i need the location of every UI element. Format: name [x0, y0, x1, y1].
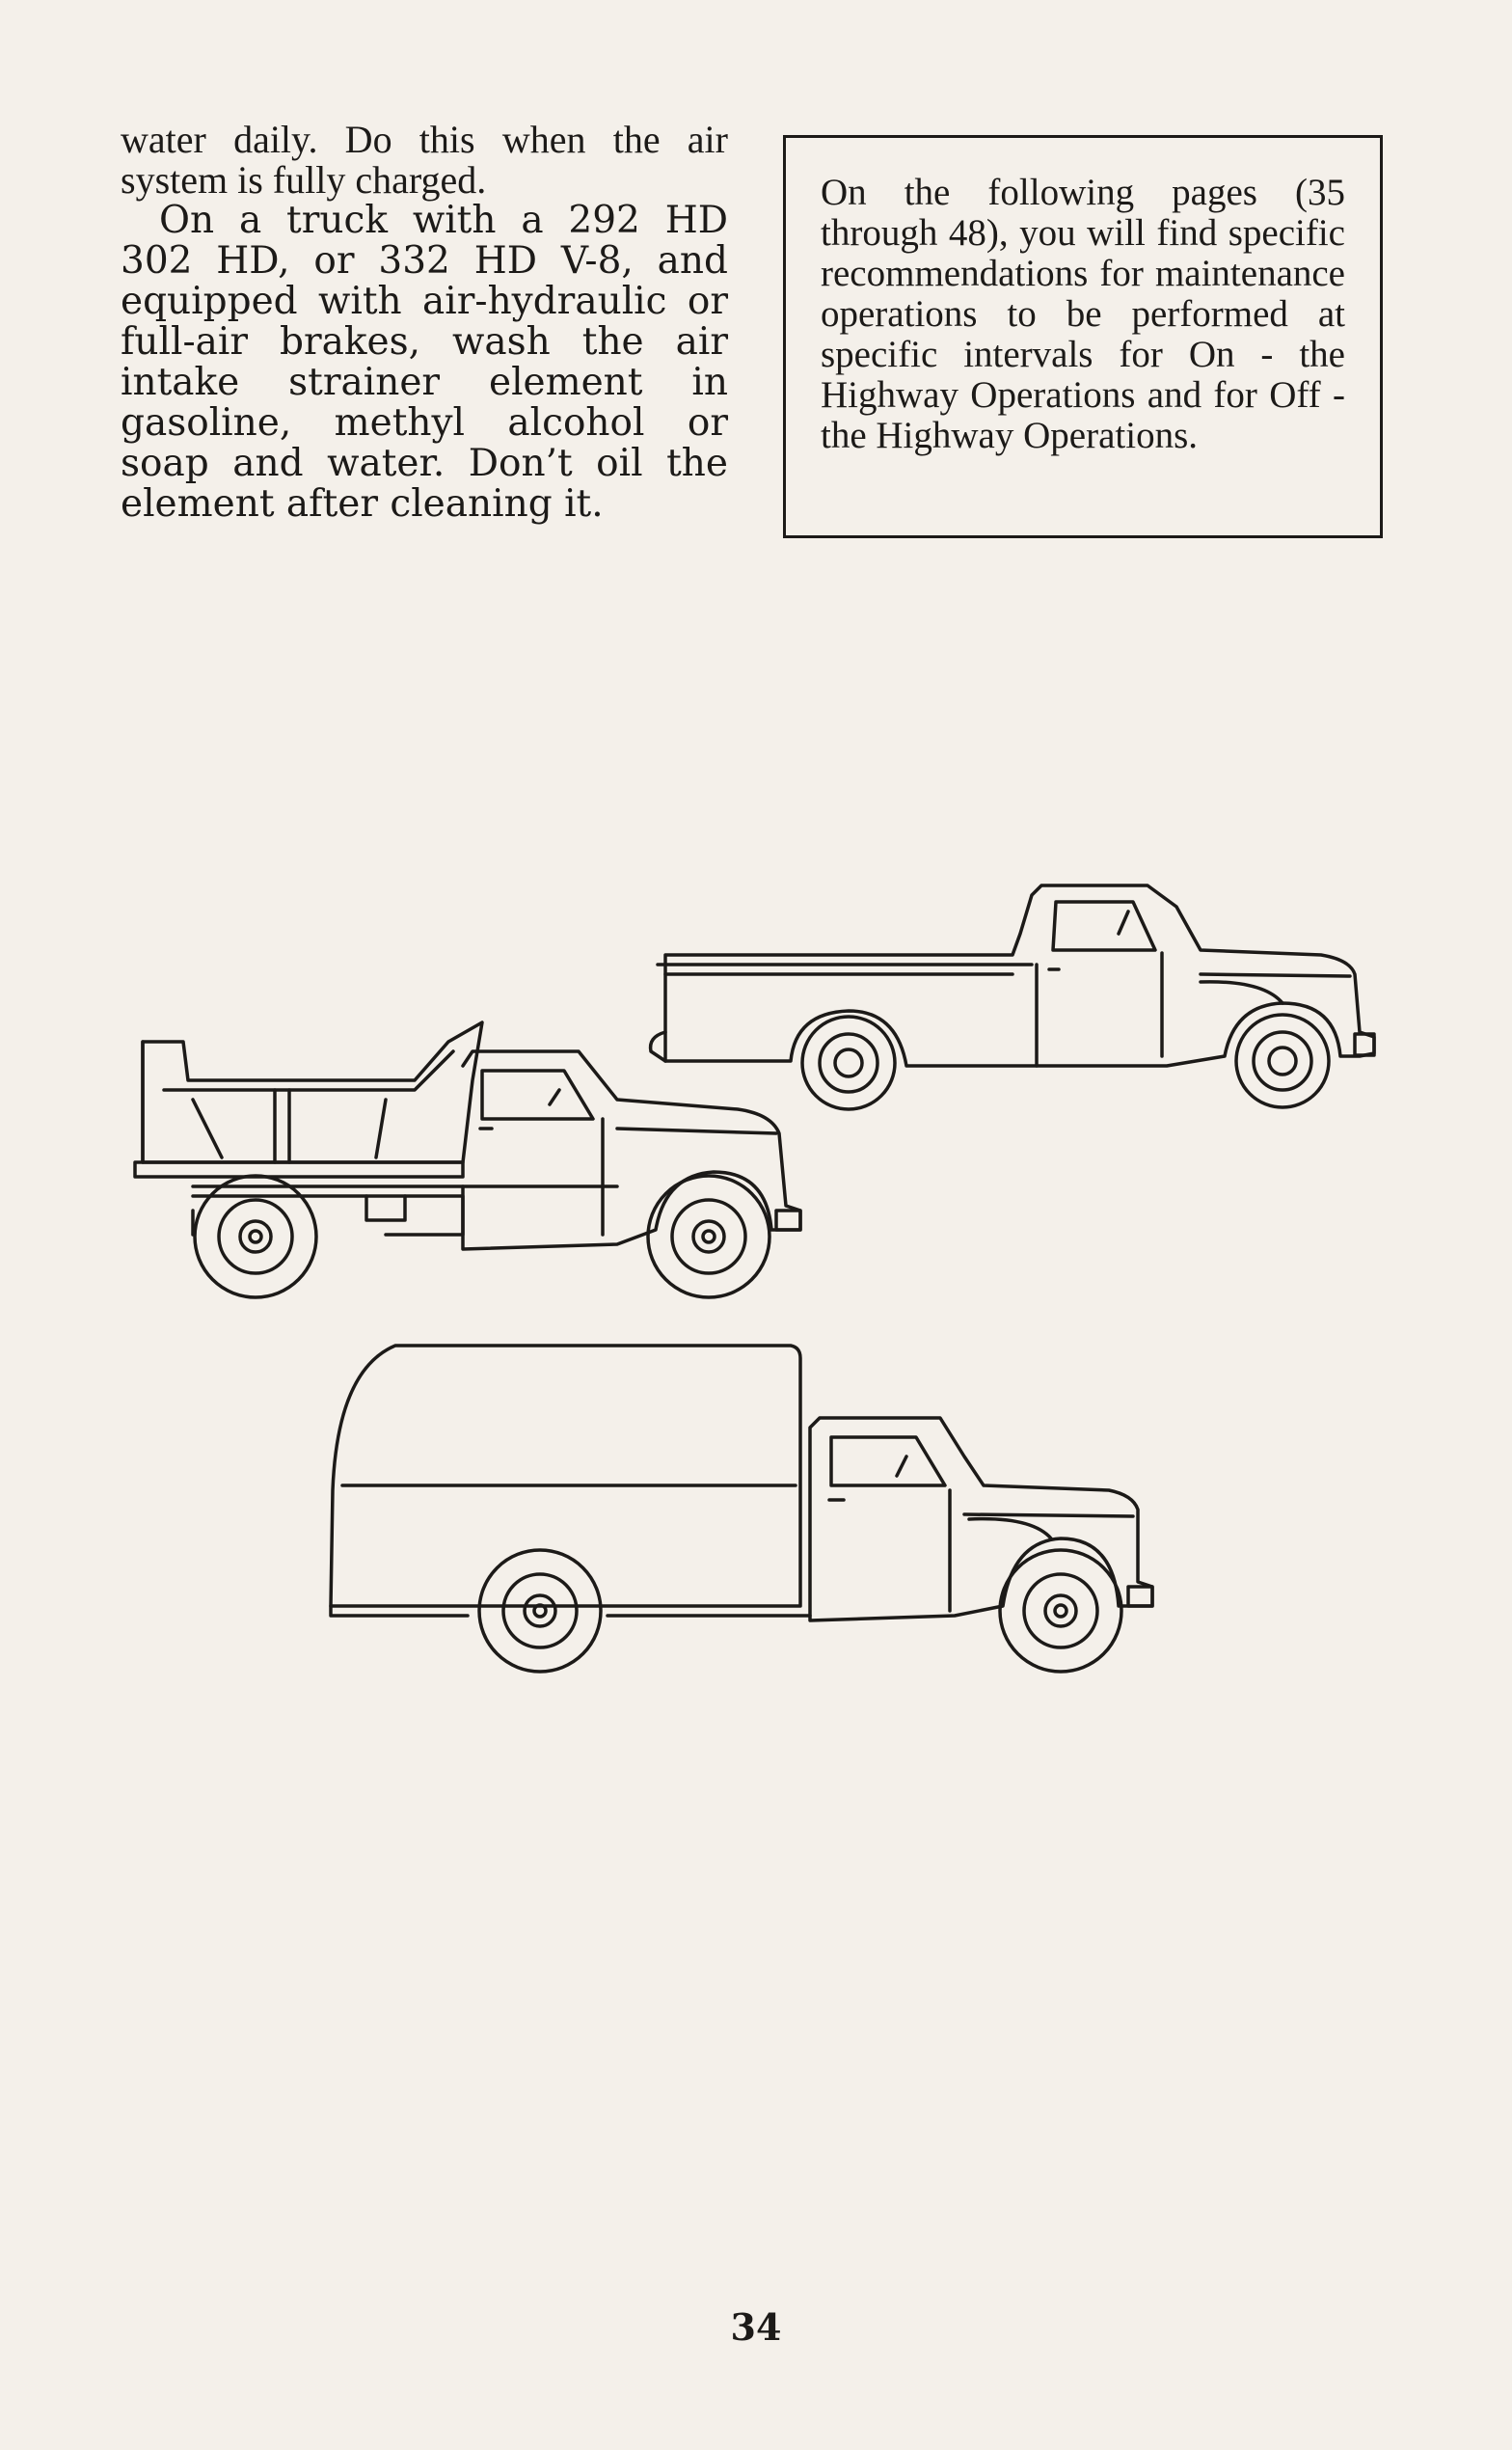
paragraph-air-system: water daily. Do this when the air system… — [121, 118, 728, 202]
pickup-truck-illustration — [648, 884, 1376, 1111]
dump-truck-illustration — [133, 1021, 802, 1299]
callout-text: On the following pages (35 through 48), … — [821, 172, 1345, 456]
maintenance-callout-box: On the following pages (35 through 48), … — [783, 135, 1383, 538]
page-number: 34 — [730, 2305, 782, 2349]
body-text-column: water daily. Do this when the air system… — [121, 120, 728, 525]
box-van-truck-illustration — [329, 1344, 1154, 1674]
paragraph-air-intake-strainer: On a truck with a 292 HD 302 HD, or 332 … — [121, 199, 728, 526]
